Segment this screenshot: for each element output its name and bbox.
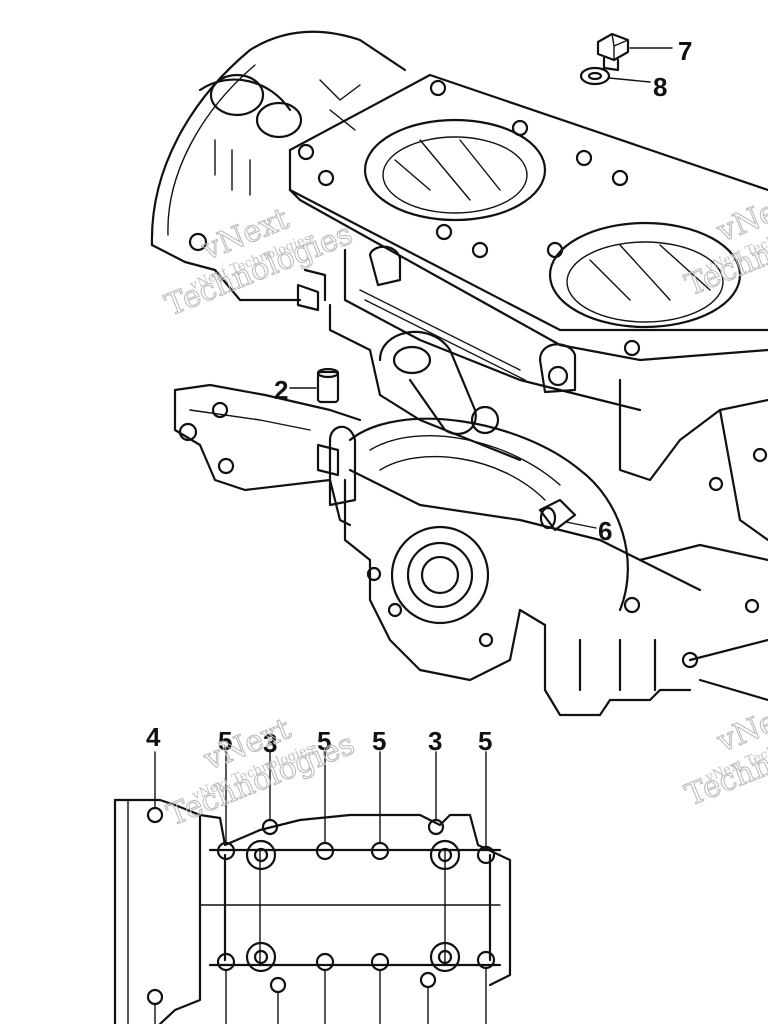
drain-bolt-part [596,32,630,72]
callout-7: 7 [678,36,692,66]
callout-4: 4 [146,722,161,752]
lower-crankcase-drawing [173,383,768,717]
upper-crankcase-drawing [150,30,768,542]
watermark-4: vNext vNext Technologies Technologies [680,693,768,814]
watermark-group: vNext vNext Technologies Technologies vN… [160,183,768,834]
callout-2: 2 [274,375,288,405]
watermark-1: vNext vNext Technologies Technologies [160,201,358,324]
watermark-2: vNext vNext Technologies Technologies [680,183,768,304]
callout-5-d: 5 [478,726,492,756]
callout-5-a: 5 [218,726,232,756]
upper-leader-lines [289,47,673,529]
dowel-pin-part [316,367,340,404]
callout-labels: 2 6 7 8 4 5 3 5 5 3 5 [146,36,692,758]
watermark-3: vNext vNext Technologies Technologies [162,711,360,834]
callout-8: 8 [653,72,667,102]
callout-5-c: 5 [372,726,386,756]
callout-5-b: 5 [317,726,331,756]
callout-3-b: 3 [428,726,442,756]
callout-6: 6 [598,516,612,546]
washer-part [579,66,611,86]
bottom-view-drawing [113,751,512,1024]
callout-3-a: 3 [263,728,277,758]
